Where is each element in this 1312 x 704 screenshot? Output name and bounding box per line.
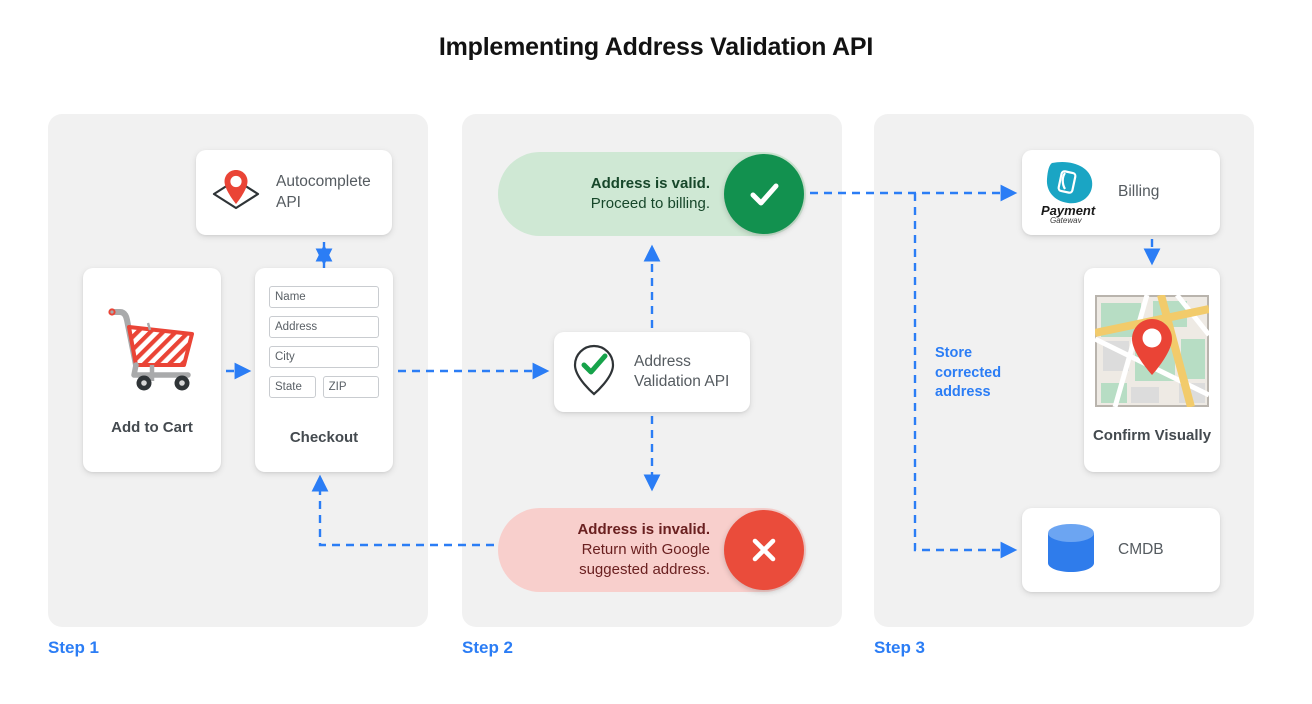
address-validation-api-card[interactable]: Address Validation API xyxy=(554,332,750,412)
address-invalid-text: Address is invalid. Return with Google s… xyxy=(577,520,724,579)
step-1-label: Step 1 xyxy=(48,638,100,657)
cmdb-label: CMDB xyxy=(1118,540,1164,558)
checkout-label: Checkout xyxy=(289,429,359,446)
address-invalid-line2: Return with Google xyxy=(581,541,710,559)
shopping-cart-icon xyxy=(100,303,204,400)
add-to-cart-label: Add to Cart xyxy=(111,418,193,436)
billing-label: Billing xyxy=(1118,183,1160,201)
address-invalid-line3: suggested address. xyxy=(579,560,710,578)
name-field[interactable]: Name xyxy=(269,286,379,308)
close-icon xyxy=(724,510,804,590)
zip-field[interactable]: ZIP xyxy=(322,376,379,398)
check-icon xyxy=(724,154,804,234)
address-valid-line2: Proceed to billing. xyxy=(590,195,710,212)
address-valid-line1: Address is valid. xyxy=(590,175,710,193)
cmdb-card[interactable]: CMDB xyxy=(1022,508,1220,592)
map-pin-diamond-icon xyxy=(208,164,264,221)
page-title: Implementing Address Validation API xyxy=(438,33,874,61)
autocomplete-api-card[interactable]: Autocomplete API xyxy=(196,150,392,235)
svg-text:Payment: Payment xyxy=(1041,203,1096,218)
pin-check-icon xyxy=(568,342,620,403)
confirm-visually-card[interactable]: Confirm Visually xyxy=(1084,268,1220,472)
address-invalid-pill: Address is invalid. Return with Google s… xyxy=(498,508,806,592)
city-field[interactable]: City xyxy=(269,346,379,368)
store-corrected-address-annotation: Store corrected address xyxy=(935,345,1002,401)
billing-card[interactable]: Payment Gateway Billing xyxy=(1022,150,1220,235)
step-2-label: Step 2 xyxy=(462,638,514,657)
svg-text:Gateway: Gateway xyxy=(1050,216,1083,223)
state-zip-row: State ZIP xyxy=(269,376,379,398)
address-valid-pill: Address is valid. Proceed to billing. xyxy=(498,152,806,236)
autocomplete-api-label: Autocomplete API xyxy=(276,173,371,211)
address-valid-text: Address is valid. Proceed to billing. xyxy=(591,174,724,214)
add-to-cart-card[interactable]: Add to Cart xyxy=(83,268,221,472)
address-invalid-line1: Address is invalid. xyxy=(577,521,710,539)
payment-gateway-logo: Payment Gateway xyxy=(1038,157,1102,228)
address-field[interactable]: Address xyxy=(269,316,379,338)
database-icon xyxy=(1044,521,1098,580)
confirm-visually-label: Confirm Visually xyxy=(1092,426,1212,444)
step-3-label: Step 3 xyxy=(874,638,926,657)
checkout-card[interactable]: Name Address City State ZIP Checkout xyxy=(255,268,393,472)
map-thumbnail-icon xyxy=(1093,293,1211,412)
state-field[interactable]: State xyxy=(269,376,316,398)
address-validation-api-label: Address Validation API xyxy=(634,352,730,390)
